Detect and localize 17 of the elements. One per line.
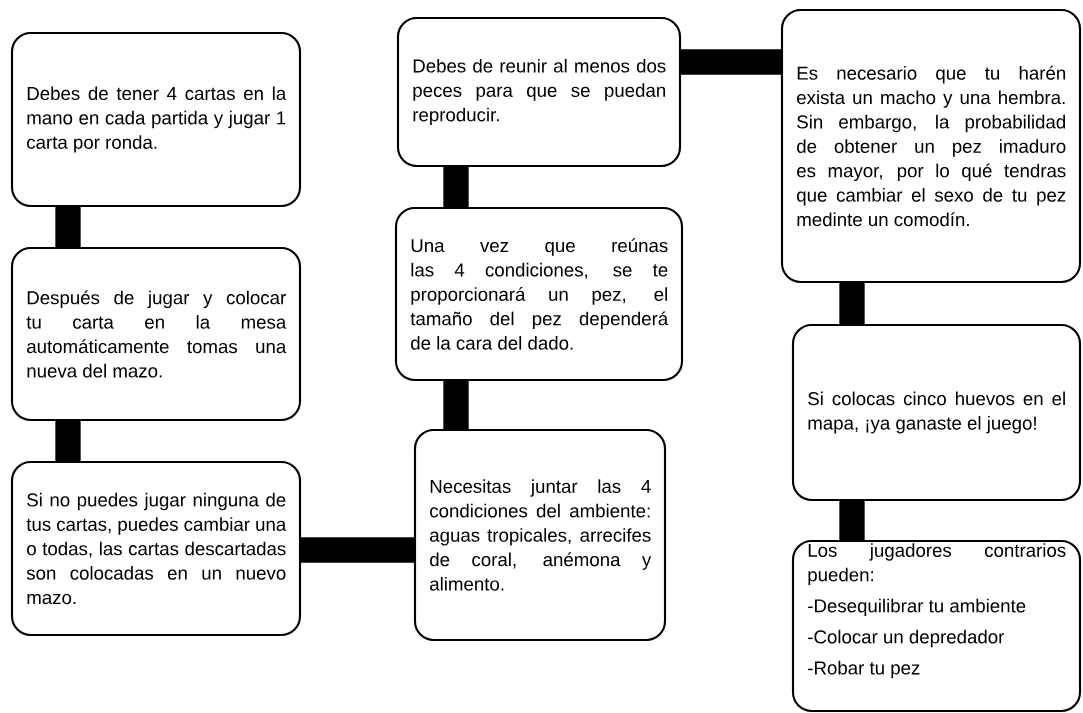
- text-box: Debes de reunir al menos dos peces para que se puedan reproducir.: [396, 16, 682, 168]
- text-box: Si no puedes jugar ninguna de tus cartas, puedes cambiar una o todas, las cartas descartadas son colocadas en un nuevo mazo.: [10, 460, 302, 637]
- connector-bar: [300, 537, 415, 563]
- text-box: Una vez que reúnas las 4 condiciones, se te proporcionará un pez, el tamaño del pez dependerá de la cara del dado.: [394, 206, 684, 382]
- text-box: Es necesario que tu harén exista un macho y una hembra. Sin embargo, la probabilidad de obtener un pez imaduro es mayor, por lo qué tendras que cambiar el sexo de tu pez medinte un comodín.: [780, 8, 1082, 284]
- connector-bar: [55, 420, 81, 462]
- text-box: Necesitas juntar las 4 condiciones del ambiente: aguas tropicales, arrecifes de coral, anémona y alimento.: [413, 428, 667, 642]
- connector-bar: [443, 166, 469, 208]
- connector-bar: [55, 206, 81, 248]
- connector-bar: [839, 282, 865, 325]
- text-box: Después de jugar y colocar tu carta en la mesa automáticamente tomas una nueva del mazo.: [10, 246, 302, 422]
- connector-bar: [443, 380, 469, 430]
- connector-bar: [839, 500, 865, 541]
- text-box: Los jugadores contrarios pueden: -Desequilibrar tu ambiente -Colocar un depredador -Robar tu pez: [791, 539, 1082, 713]
- text-box: Si colocas cinco huevos en el mapa, ¡ya ganaste el juego!: [791, 323, 1082, 502]
- connector-bar: [680, 49, 782, 75]
- text-box: Debes de tener 4 cartas en la mano en cada partida y jugar 1 carta por ronda.: [10, 31, 302, 208]
